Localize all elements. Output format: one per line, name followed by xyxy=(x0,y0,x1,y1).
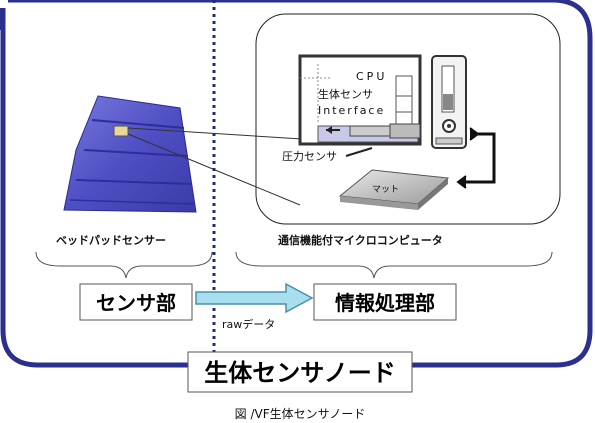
right-brace xyxy=(236,252,552,278)
communication-device xyxy=(432,56,466,148)
microcomputer-caption: 通信機能付マイクロコンピュータ xyxy=(278,233,443,247)
processing-section-label: 情報処理部 xyxy=(335,291,435,315)
mcu-interface-label: Interface xyxy=(318,104,385,117)
pad-sensor-chip xyxy=(114,126,128,136)
mcu-sensor-label: 生体センサ xyxy=(318,87,373,101)
raw-data-label: rawデータ xyxy=(222,317,275,331)
mat-label: マット xyxy=(372,185,399,195)
mcu-cpu-label: CPU xyxy=(356,70,387,83)
figure-caption: 図 /VF生体センサノード xyxy=(235,407,366,421)
left-brace xyxy=(36,252,212,278)
sensor-section-label: センサ部 xyxy=(96,291,176,315)
microcomputer-board: CPU 生体センサ Interface xyxy=(300,56,420,144)
pressure-sensor-label: 圧力センサ xyxy=(282,150,337,163)
bed-pad-caption: ベッドパッドセンサー xyxy=(56,234,166,247)
node-title: 生体センサノード xyxy=(204,359,396,387)
